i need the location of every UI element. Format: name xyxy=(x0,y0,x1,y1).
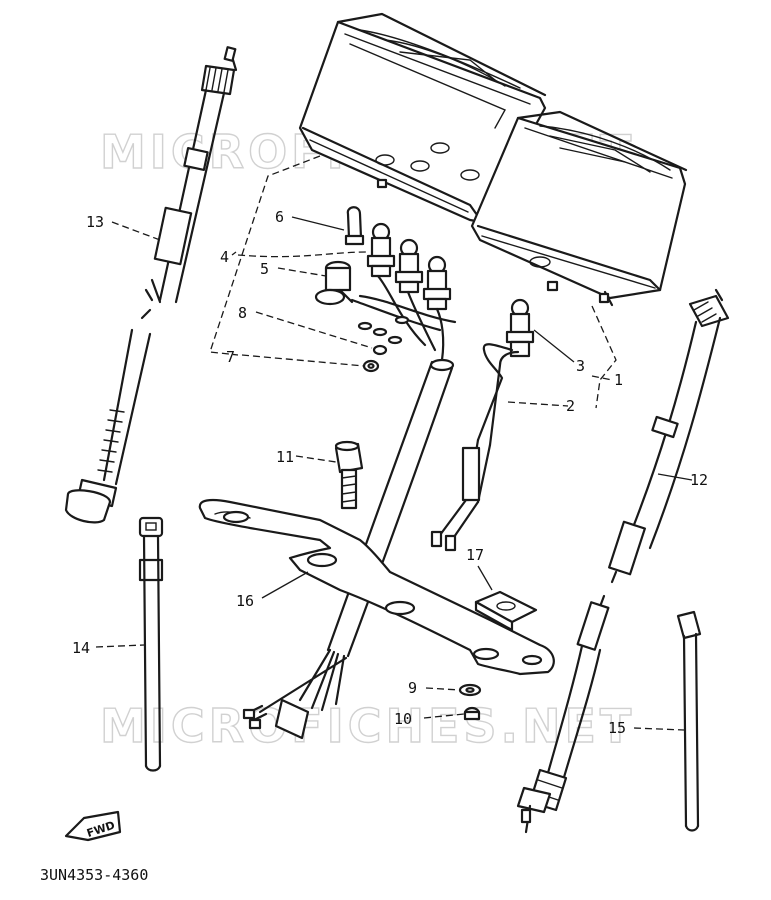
callout-labels: 13 6 4 5 8 7 3 1 2 11 12 17 16 14 9 10 1… xyxy=(72,208,708,737)
callout-16: 16 xyxy=(236,592,254,610)
indicator-bulbs-4 xyxy=(350,222,457,362)
callout-1: 1 xyxy=(614,371,623,389)
nut-10 xyxy=(463,706,481,721)
damper-17 xyxy=(474,590,538,632)
bolt-11 xyxy=(334,440,364,510)
cable-band-15 xyxy=(676,610,702,832)
callout-17: 17 xyxy=(466,546,484,564)
washer-9 xyxy=(458,683,482,697)
tachometer-housing xyxy=(470,110,688,307)
cable-band-14 xyxy=(138,516,164,772)
callout-8: 8 xyxy=(238,304,247,322)
callout-14: 14 xyxy=(72,639,90,657)
callout-5: 5 xyxy=(260,260,269,278)
callout-3: 3 xyxy=(576,357,585,375)
callout-10: 10 xyxy=(394,710,412,728)
callout-9: 9 xyxy=(408,679,417,697)
callout-15: 15 xyxy=(608,719,626,737)
watermark-bottom: MICROFICHES.NET xyxy=(100,699,635,753)
callout-2: 2 xyxy=(566,397,575,415)
speedometer-cable-13 xyxy=(64,46,238,524)
meter-bracket-16 xyxy=(198,498,555,676)
drawing-code: 3UN4353-4360 xyxy=(40,866,148,884)
leader-lines xyxy=(95,155,693,731)
bulb-6 xyxy=(344,206,365,246)
forward-arrow-icon: FWD xyxy=(64,810,122,842)
callout-13: 13 xyxy=(86,213,104,231)
washers-7-8 xyxy=(362,344,388,373)
callout-4: 4 xyxy=(220,248,229,266)
callout-11: 11 xyxy=(276,448,294,466)
socket-5 xyxy=(314,260,354,306)
speedometer-housing xyxy=(298,12,547,224)
callout-7: 7 xyxy=(226,348,235,366)
callout-12: 12 xyxy=(690,471,708,489)
tachometer-cable-12 xyxy=(516,288,730,834)
callout-6: 6 xyxy=(275,208,284,226)
bulb-3 xyxy=(505,298,535,358)
lead-wire-2 xyxy=(430,343,520,552)
main-harness-cable xyxy=(242,358,455,740)
